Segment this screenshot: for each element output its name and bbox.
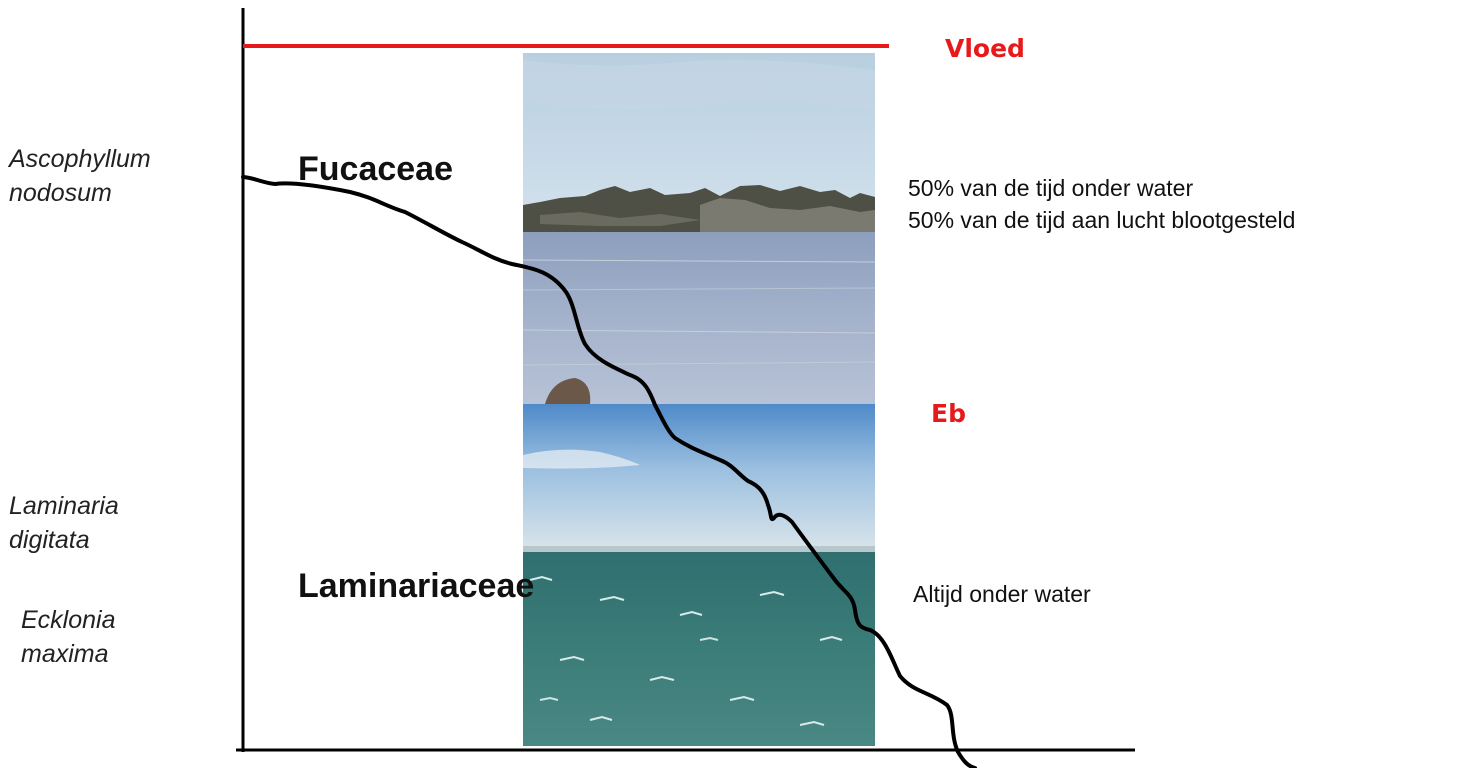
species-label-ecklonia: Ecklonia maxima xyxy=(21,603,116,671)
note-upper-zone: 50% van de tijd onder water 50% van de t… xyxy=(908,172,1295,236)
species-genus: Ecklonia xyxy=(21,606,116,634)
species-label-laminaria: Laminaria digitata xyxy=(9,489,119,557)
shore-profile-line xyxy=(241,175,977,768)
species-genus: Ascophyllum xyxy=(9,145,151,173)
family-label-laminariaceae: Laminariaceae xyxy=(298,567,535,605)
species-genus: Laminaria xyxy=(9,492,119,520)
photo-open-sea xyxy=(523,404,875,746)
species-epithet: nodosum xyxy=(9,179,112,207)
note-line: 50% van de tijd onder water xyxy=(908,175,1194,201)
species-label-ascophyllum: Ascophyllum nodosum xyxy=(9,142,151,210)
photo-rocky-coast xyxy=(522,53,876,404)
tide-label-low: Eb xyxy=(931,399,966,428)
tide-label-high: Vloed xyxy=(945,34,1025,63)
note-line: 50% van de tijd aan lucht blootgesteld xyxy=(908,207,1296,233)
species-epithet: maxima xyxy=(21,640,109,668)
note-lower-zone: Altijd onder water xyxy=(913,581,1091,607)
family-label-fucaceae: Fucaceae xyxy=(298,150,453,188)
species-epithet: digitata xyxy=(9,526,90,554)
